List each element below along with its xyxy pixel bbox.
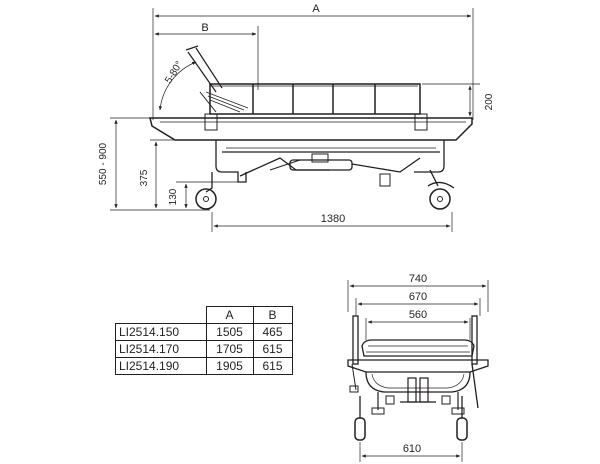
b-cell: 465 (252, 323, 293, 341)
dimension-740 (347, 280, 489, 312)
model-cell: LI2514.170 (115, 340, 207, 358)
dimension-670 (355, 298, 481, 316)
front-tub (347, 339, 489, 373)
model-dimensions-table: A B LI2514.150 1505 465 LI2514.170 1705 … (115, 306, 293, 375)
dimension-1380 (211, 212, 453, 232)
a-cell: 1705 (205, 340, 254, 358)
a-cell: 1505 (205, 323, 254, 341)
backrest-angle-dimension (158, 61, 197, 111)
model-cell: LI2514.150 (115, 323, 207, 341)
side-wheel-left (195, 172, 217, 210)
front-wheel-left (354, 396, 366, 441)
dimension-200-label: 200 (484, 93, 495, 110)
dimension-b-label: B (201, 22, 208, 34)
dimension-550-900-label: 550 - 900 (98, 142, 109, 185)
side-view: A B 5-80° (98, 3, 495, 232)
front-rails (352, 315, 478, 365)
dimension-610-label: 610 (403, 443, 421, 455)
chassis (215, 140, 445, 187)
tub (149, 117, 473, 141)
dimension-610 (359, 442, 463, 462)
table-row: LI2514.190 1905 615 (115, 357, 293, 375)
dimension-375 (150, 139, 175, 209)
dimension-740-label: 740 (409, 273, 427, 285)
a-cell: 1905 (205, 357, 254, 375)
dimension-a (152, 8, 474, 120)
model-cell: LI2514.190 (115, 357, 207, 375)
dimension-130-label: 130 (168, 188, 179, 205)
dimension-670-label: 670 (409, 291, 427, 303)
front-chassis (349, 363, 479, 415)
dimension-550-900 (110, 117, 210, 211)
dimension-560-label: 560 (409, 309, 427, 321)
side-rail (204, 83, 428, 131)
dimension-560 (365, 318, 471, 340)
table-header-row: A B (115, 306, 293, 324)
backrest (185, 45, 249, 113)
b-cell: 615 (252, 340, 293, 358)
table-row: LI2514.170 1705 615 (115, 340, 293, 358)
backrest-angle-label: 5-80° (163, 59, 185, 85)
b-cell: 615 (252, 357, 293, 375)
dimension-a-label: A (312, 3, 320, 15)
dimension-200 (422, 83, 480, 117)
table-header-b: B (252, 306, 293, 324)
dimension-1380-label: 1380 (321, 213, 345, 225)
front-view: 740 670 560 (347, 273, 489, 462)
front-wheel-right (456, 396, 468, 441)
table-header-a: A (205, 306, 254, 324)
dimension-b (154, 26, 259, 90)
dimension-375-label: 375 (139, 169, 150, 186)
table-header-blank (115, 306, 207, 324)
table-row: LI2514.150 1505 465 (115, 323, 293, 341)
side-wheel-right (427, 169, 455, 210)
dimension-130 (176, 181, 238, 209)
